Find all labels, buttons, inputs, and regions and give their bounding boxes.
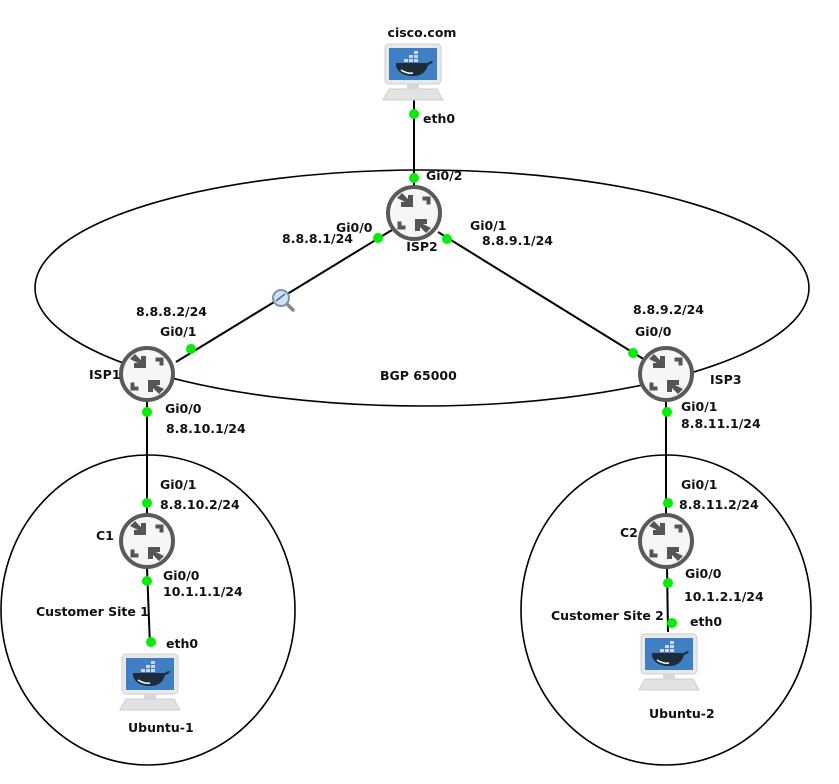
port-label-ubuntu2-eth0: eth0 xyxy=(690,614,722,629)
host-cisco-com[interactable] xyxy=(382,43,444,101)
host-ubuntu-2[interactable] xyxy=(638,633,700,691)
port-label-isp1-gi01: Gi0/1 xyxy=(160,324,197,339)
ip-label-isp3-gi00: 8.8.9.2/24 xyxy=(633,302,704,317)
port-c2-gi00[interactable] xyxy=(663,578,673,588)
packet-capture-magnifier-icon[interactable] xyxy=(272,289,295,312)
router-c2[interactable] xyxy=(638,513,694,569)
node-label-c2: C2 xyxy=(620,525,638,540)
ip-label-c2-gi00: 10.1.2.1/24 xyxy=(684,589,764,604)
port-label-ubuntu1-eth0: eth0 xyxy=(166,636,198,651)
port-c1-gi01[interactable] xyxy=(142,498,152,508)
port-c1-gi00[interactable] xyxy=(142,576,152,586)
ip-label-isp1-gi01: 8.8.8.2/24 xyxy=(136,304,207,319)
router-isp2[interactable] xyxy=(386,185,442,241)
port-cisco-eth0[interactable] xyxy=(409,109,419,119)
region-label-site1: Customer Site 1 xyxy=(36,604,149,619)
port-isp1-gi00[interactable] xyxy=(142,407,152,417)
port-label-c2-gi01: Gi0/1 xyxy=(681,477,718,492)
node-label-isp2: ISP2 xyxy=(406,239,438,254)
port-label-isp3-gi01: Gi0/1 xyxy=(681,399,718,414)
region-label-bgp: BGP 65000 xyxy=(380,368,457,383)
port-isp3-gi00[interactable] xyxy=(628,348,638,358)
region-label-site2: Customer Site 2 xyxy=(551,608,664,623)
bgp-region-ellipse[interactable] xyxy=(34,169,810,407)
ip-label-isp1-gi00: 8.8.10.1/24 xyxy=(166,421,246,436)
router-isp3[interactable] xyxy=(638,346,694,402)
ip-label-c1-gi01: 8.8.10.2/24 xyxy=(160,497,240,512)
node-label-cisco-com: cisco.com xyxy=(388,25,457,40)
ip-label-isp2-gi00: 8.8.8.1/24 xyxy=(282,231,353,246)
port-label-isp2-gi00: Gi0/0 xyxy=(336,220,373,235)
port-isp3-gi01[interactable] xyxy=(662,407,672,417)
node-label-ubuntu-2: Ubuntu-2 xyxy=(649,706,715,721)
node-label-c1: C1 xyxy=(96,528,114,543)
ip-label-c1-gi00: 10.1.1.1/24 xyxy=(163,584,243,599)
port-c2-gi01[interactable] xyxy=(663,498,673,508)
ip-label-c2-gi01: 8.8.11.2/24 xyxy=(679,497,759,512)
port-ubuntu1-eth0[interactable] xyxy=(146,637,156,647)
port-label-c1-gi00: Gi0/0 xyxy=(163,568,200,583)
port-label-c1-gi01: Gi0/1 xyxy=(160,477,197,492)
port-isp2-gi00[interactable] xyxy=(373,233,383,243)
port-label-isp2-gi02: Gi0/2 xyxy=(426,168,463,183)
node-label-ubuntu-1: Ubuntu-1 xyxy=(128,720,194,735)
router-isp1[interactable] xyxy=(119,346,175,402)
port-label-isp2-gi01: Gi0/1 xyxy=(470,218,507,233)
host-ubuntu-1[interactable] xyxy=(119,653,181,711)
port-isp2-gi01[interactable] xyxy=(442,234,452,244)
port-label-isp3-gi00: Gi0/0 xyxy=(635,324,672,339)
port-label-cisco-eth0: eth0 xyxy=(423,111,455,126)
port-isp1-gi01[interactable] xyxy=(186,344,196,354)
ip-label-isp3-gi01: 8.8.11.1/24 xyxy=(681,416,761,431)
port-label-isp1-gi00: Gi0/0 xyxy=(165,401,202,416)
port-isp2-gi02[interactable] xyxy=(409,173,419,183)
ip-label-isp2-gi01: 8.8.9.1/24 xyxy=(482,233,553,248)
port-label-c2-gi00: Gi0/0 xyxy=(685,566,722,581)
port-ubuntu2-eth0[interactable] xyxy=(667,618,677,628)
node-label-isp1: ISP1 xyxy=(89,367,121,382)
node-label-isp3: ISP3 xyxy=(710,372,742,387)
router-c1[interactable] xyxy=(119,513,175,569)
link-isp2-isp3[interactable] xyxy=(437,231,646,361)
